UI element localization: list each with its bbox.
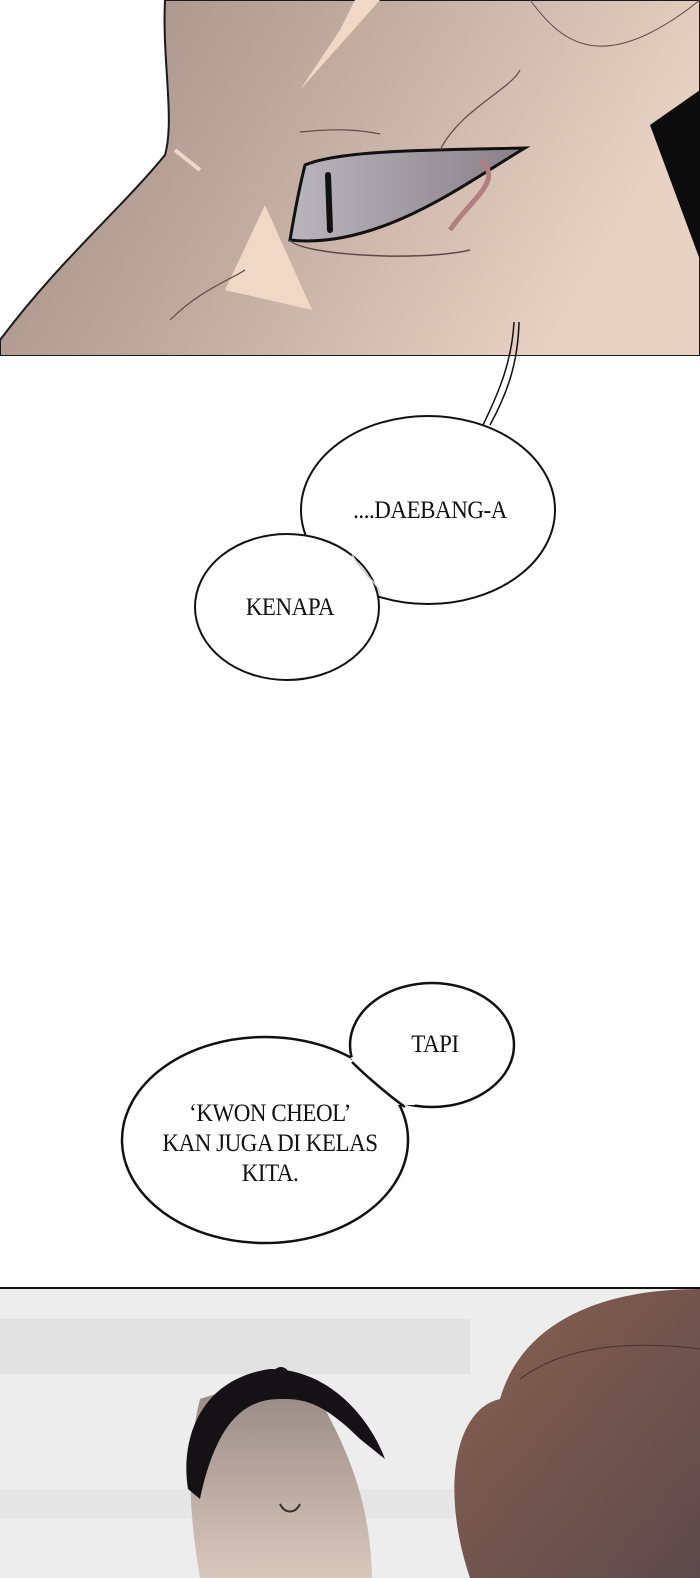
classroom-illustration xyxy=(0,1289,700,1578)
bubble-line-2: KAN JUGA DI KELAS xyxy=(162,1130,378,1157)
speech-bubble-tapi: TAPI xyxy=(411,1031,459,1058)
bubble-line-3: KITA. xyxy=(241,1160,299,1187)
speech-bubble-kenapa: KENAPA xyxy=(245,594,335,621)
speech-bubbles-layer xyxy=(0,321,700,1289)
bubble-line-1: ‘KWON CHEOL’ xyxy=(189,1100,351,1127)
eye-closeup-illustration xyxy=(0,0,700,356)
eye-closeup-panel xyxy=(0,0,700,356)
classroom-panel xyxy=(0,1289,700,1578)
speech-bubble-kwon-cheol: ‘KWON CHEOL’ KAN JUGA DI KELAS KITA. xyxy=(141,1099,399,1189)
speech-bubble-daebang: ....DAEBANG-A xyxy=(353,497,507,524)
